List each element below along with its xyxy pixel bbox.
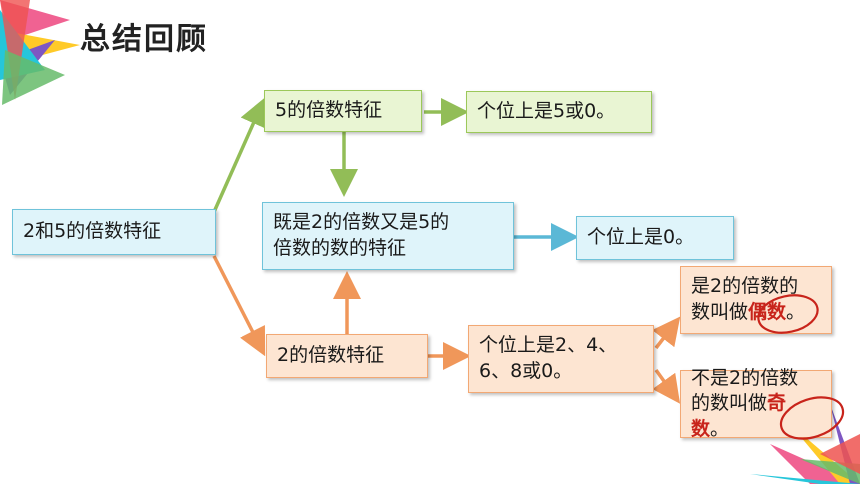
node-both-rule-label: 个位上是0。	[587, 226, 695, 249]
node-odd-prefix: 的数叫做	[691, 392, 768, 415]
node-two-feature-label: 2的倍数特征	[277, 344, 385, 367]
node-five-feature: 5的倍数特征	[264, 90, 422, 132]
node-even-suffix: 。	[786, 301, 806, 323]
node-both-feature: 既是2的倍数又是5的 倍数的数的特征	[262, 202, 514, 270]
node-five-rule-label: 个位上是5或0。	[477, 100, 616, 123]
node-five-feature-label: 5的倍数特征	[275, 99, 383, 122]
node-two-feature: 2的倍数特征	[266, 334, 428, 378]
node-two-rule: 个位上是2、4、 6、8或0。	[468, 325, 654, 393]
node-both-line1: 既是2的倍数又是5的	[273, 211, 450, 234]
node-root-label: 2和5的倍数特征	[23, 220, 162, 243]
arrow-root-to-five	[212, 97, 267, 213]
page-title: 总结回顾	[80, 22, 208, 57]
node-odd: 不是2的倍数 的数叫做奇数。	[680, 366, 832, 440]
node-root: 2和5的倍数特征	[12, 209, 216, 255]
node-two-rule-line1: 个位上是2、4、	[479, 334, 618, 357]
node-odd-line1: 不是2的倍数	[691, 366, 799, 389]
corner-decoration-top-left	[0, 0, 80, 105]
node-five-rule: 个位上是5或0。	[466, 91, 652, 133]
arrow-root-to-two	[212, 255, 266, 357]
node-both-line2: 倍数的数的特征	[273, 237, 407, 259]
node-even-prefix: 数叫做	[691, 301, 749, 323]
even-term: 偶数	[748, 301, 787, 323]
node-even: 是2的倍数的 数叫做偶数。	[680, 266, 832, 334]
node-both-rule: 个位上是0。	[576, 216, 734, 260]
node-odd-suffix: 。	[710, 417, 730, 440]
node-even-line1: 是2的倍数的	[691, 275, 799, 298]
arrow-rule-to-even	[652, 316, 681, 350]
node-two-rule-line2: 6、8或0。	[479, 360, 573, 382]
arrow-rule-to-odd	[652, 368, 681, 404]
